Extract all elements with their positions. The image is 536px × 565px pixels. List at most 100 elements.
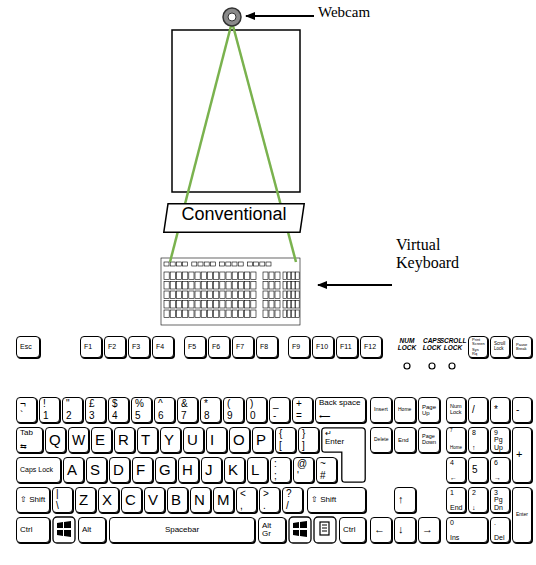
key-legend: * [494, 405, 498, 416]
key-legend: Enter [516, 512, 528, 517]
keyboard-key: @' [293, 457, 314, 483]
keyboard-key: Spacebar [109, 517, 255, 543]
menu-key [314, 517, 336, 543]
key-legend: K [228, 462, 238, 478]
keyboard-key: P [252, 427, 273, 453]
key-legend: P [256, 432, 266, 448]
keyboard-key: Caps Lock [16, 457, 61, 483]
key-legend: £ [89, 399, 95, 410]
key-legend: Del [494, 534, 505, 541]
key-legend: Print Screen [472, 338, 485, 346]
key-legend: F10 [316, 343, 328, 350]
keyboard-key: Z [75, 487, 96, 513]
webcam-lens [228, 13, 236, 21]
keyboard-key: F3 [128, 336, 150, 358]
key-legend: Home [398, 407, 411, 412]
windows-key [53, 517, 75, 543]
key-legend: H [182, 462, 193, 478]
key-legend: 8 [204, 411, 210, 422]
key-legend: _ [273, 399, 279, 410]
key-legend: Ctrl [20, 526, 32, 534]
keyboard-key: {[ [275, 427, 296, 453]
keyboard-key: !1 [39, 397, 60, 423]
webcam-symbol [223, 8, 241, 26]
virtual-keyboard-illustration [161, 258, 300, 325]
key-legend: Page Down [422, 434, 436, 446]
key-legend: Page Up [422, 404, 436, 417]
keyboard-key: }] [298, 427, 319, 453]
key-legend: J [205, 462, 213, 478]
key-legend: ' [297, 471, 299, 482]
keyboard-key: T [137, 427, 158, 453]
key-legend: 9 [494, 429, 498, 436]
keyboard-key: F10 [312, 336, 334, 358]
keyboard-key: _- [269, 397, 290, 423]
key-legend: " [66, 399, 70, 410]
key-legend: F1 [84, 343, 92, 350]
key-legend: X [102, 492, 112, 508]
lock-leds [404, 363, 455, 369]
key-legend: ↵ [325, 430, 332, 438]
keyboard-key: Alt [78, 517, 106, 543]
plain-label: Webcam [318, 4, 428, 21]
key-legend: ~ [320, 459, 326, 470]
keyboard-key: ¬` [16, 397, 37, 423]
key-legend: ↑ [472, 444, 476, 451]
keyboard-key: Ctrl [16, 517, 50, 543]
key-legend: Y [164, 432, 174, 448]
key-legend: Ins [450, 534, 459, 541]
key-legend: ↓ [472, 504, 476, 511]
keyboard-key: Enter [512, 487, 532, 543]
keyboard-key: F2 [104, 336, 126, 358]
key-legend: ⇧ Shift [311, 496, 336, 504]
key-legend: Back space [319, 399, 360, 407]
key-legend: 4 [450, 459, 454, 466]
keyboard-key: S [86, 457, 107, 483]
keyboard-key: £3 [85, 397, 106, 423]
keyboard-key: 9Pg Up [490, 427, 510, 453]
key-legend: : [274, 459, 277, 470]
key-legend: & [181, 399, 188, 410]
keyboard-key: Num Lock [446, 397, 466, 423]
keyboard-key: F5 [184, 336, 206, 358]
key-legend: D [113, 462, 124, 478]
key-legend: = [296, 411, 302, 422]
key-legend: Q [49, 432, 61, 448]
key-legend: ¬ [20, 399, 26, 410]
keyboard-key: F12 [360, 336, 382, 358]
key-legend: Tab [20, 429, 33, 437]
keyboard-key: F4 [152, 336, 174, 358]
key-legend: End [398, 437, 409, 443]
key-legend: [ [279, 441, 282, 452]
key-legend: Pause Break [516, 343, 528, 351]
key-legend: | [56, 489, 59, 500]
key-legend: Esc [20, 343, 32, 350]
keyboard-key: B [167, 487, 188, 513]
key-legend: , [240, 501, 243, 512]
key-legend: ↑ [398, 494, 404, 506]
keyboard-key: → [418, 517, 440, 543]
key-legend: 0 [450, 519, 454, 526]
keyboard-key: Y [160, 427, 181, 453]
key-legend: ` [20, 411, 23, 422]
key-legend: . [494, 519, 496, 526]
key-legend: T [141, 432, 150, 448]
keyboard-key: A [63, 457, 84, 483]
key-legend: ← [374, 524, 385, 536]
keyboard-key: *8 [200, 397, 221, 423]
key-legend: F3 [132, 343, 140, 350]
keyboard-key: += [292, 397, 313, 423]
keyboard-key: K [224, 457, 245, 483]
key-legend: Caps Lock [20, 466, 53, 473]
key-legend: ? [286, 489, 292, 500]
keyboard-key: Insert [370, 397, 392, 423]
keyboard-key: 2↓ [468, 487, 488, 513]
keyboard-key: Page Down [418, 427, 440, 453]
keyboard-key: ⇧ Shift [307, 487, 366, 513]
monitor-screen [172, 30, 300, 192]
keyboard-key: / [468, 397, 488, 423]
key-legend: 5 [135, 411, 141, 422]
keyboard-key: 1End [446, 487, 466, 513]
key-legend: / [472, 405, 475, 416]
key-legend: 3 [89, 411, 95, 422]
